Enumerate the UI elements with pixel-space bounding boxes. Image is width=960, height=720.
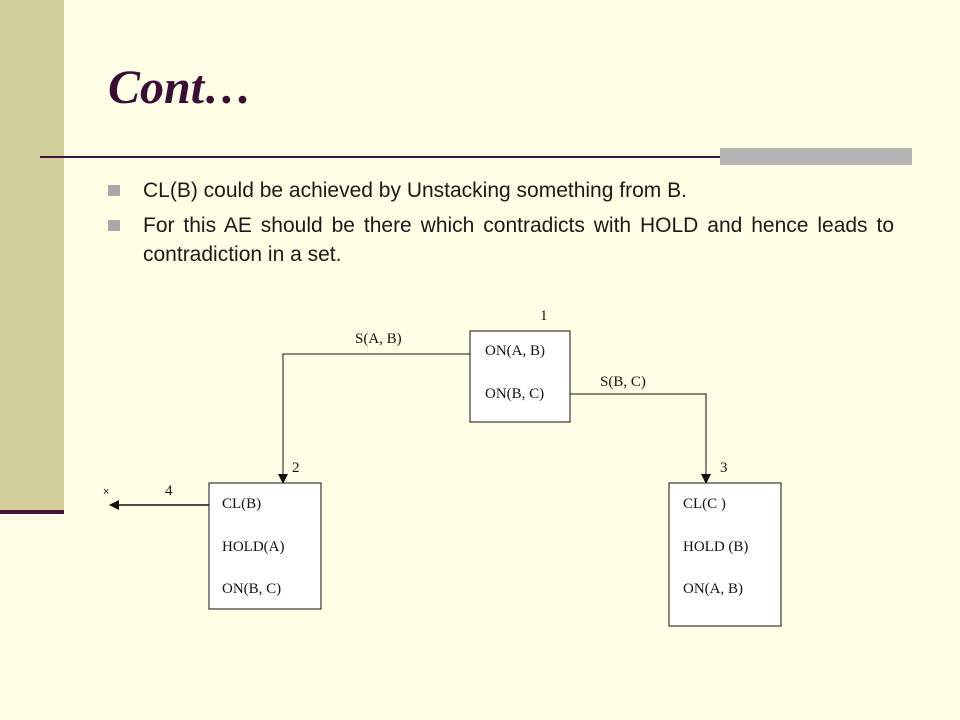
edge-label-2-to-x: 4 [165, 483, 173, 499]
bullet-text: CL(B) could be achieved by Unstacking so… [143, 179, 687, 202]
end-mark-x: × [103, 486, 109, 498]
node-1-line-1: ON(A, B) [485, 343, 545, 359]
square-bullet-icon [108, 220, 120, 231]
node-2-line-3: ON(B, C) [222, 581, 281, 597]
node-2-box [208, 482, 322, 610]
bullet-item: For this AE should be there which contra… [108, 211, 894, 269]
node-1-label: 1 [540, 308, 548, 324]
title-rule [40, 156, 912, 158]
node-3-label: 3 [720, 460, 728, 476]
bullet-text: For this AE should be there which contra… [143, 214, 894, 266]
node-3-line-1: CL(C ) [683, 496, 726, 512]
edge-label-1-to-2: S(A, B) [355, 331, 402, 347]
side-band [0, 0, 64, 512]
slide-title: Cont… [108, 61, 253, 114]
node-2-line-2: HOLD(A) [222, 539, 284, 555]
node-2-label: 2 [292, 460, 300, 476]
edge-1-to-2 [278, 353, 470, 484]
edge-label-1-to-3: S(B, C) [600, 374, 646, 390]
node-1-line-2: ON(B, C) [485, 386, 544, 402]
node-3-box [668, 482, 782, 627]
side-band-accent [0, 510, 64, 514]
node-3-line-3: ON(A, B) [683, 581, 743, 597]
node-2-line-1: CL(B) [222, 496, 261, 512]
bullet-item: CL(B) could be achieved by Unstacking so… [108, 176, 894, 205]
node-3-line-2: HOLD (B) [683, 539, 748, 555]
edge-1-to-3 [570, 393, 711, 484]
node-1-box [469, 330, 571, 423]
bullet-list: CL(B) could be achieved by Unstacking so… [108, 176, 894, 275]
title-rule-accent [720, 148, 912, 165]
square-bullet-icon [108, 185, 120, 196]
